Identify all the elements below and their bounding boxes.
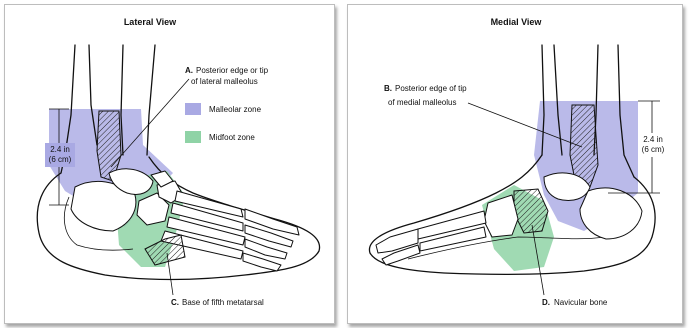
medial-foot-diagram: Medial View 2.4 in (6 cm) <box>348 5 682 323</box>
label-a-line1: Posterior edge or tip <box>196 66 269 75</box>
legend-label-midfoot: Midfoot zone <box>209 133 255 142</box>
label-d-text: Navicular bone <box>554 298 608 307</box>
label-a-line2: of lateral malleolus <box>191 77 258 86</box>
measure-label-line1: 2.4 in <box>50 145 70 154</box>
legend-swatch-midfoot <box>185 131 201 143</box>
label-b-line1: Posterior edge of tip <box>395 84 467 93</box>
lateral-foot-diagram: Lateral View <box>5 5 334 323</box>
measure-label-line2-medial: (6 cm) <box>642 145 665 154</box>
legend-swatch-malleolar <box>185 103 201 115</box>
medial-view-panel: Medial View 2.4 in (6 cm) <box>347 4 683 324</box>
label-b-line2: of medial malleolus <box>388 98 456 107</box>
label-c-letter: C. <box>171 298 179 307</box>
leg-outline-front <box>147 45 155 155</box>
measure-label-line2: (6 cm) <box>49 155 72 164</box>
label-a-letter: A. <box>185 66 193 75</box>
label-d-letter: D. <box>542 298 550 307</box>
measure-label-line1-medial: 2.4 in <box>643 135 663 144</box>
lateral-view-panel: Lateral View <box>4 4 335 324</box>
legend-label-malleolar: Malleolar zone <box>209 105 262 114</box>
label-c-text: Base of fifth metatarsal <box>182 298 264 307</box>
lateral-view-title: Lateral View <box>124 17 177 27</box>
medial-view-title: Medial View <box>491 17 543 27</box>
label-b-letter: B. <box>384 84 392 93</box>
